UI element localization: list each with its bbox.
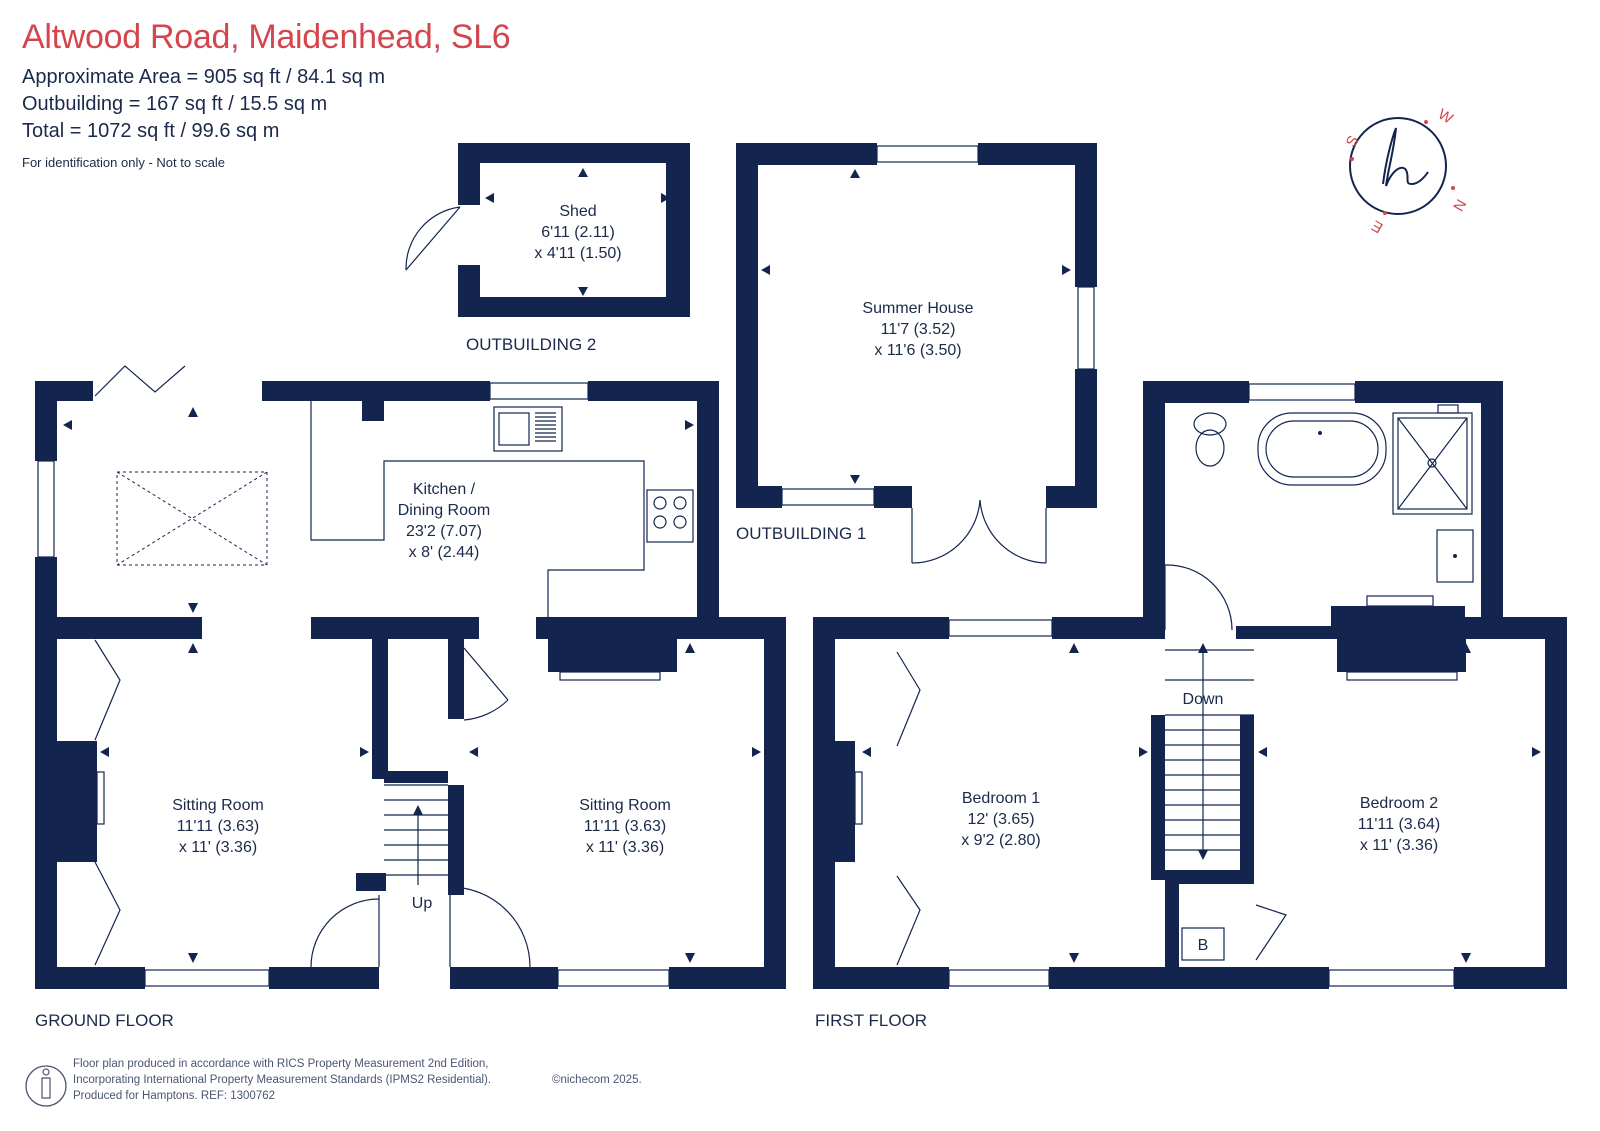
compass-n: N: [1449, 196, 1469, 214]
sitting-room-left-label: Sitting Room 11'11 (3.63) x 11' (3.36): [172, 797, 264, 856]
svg-text:Shed: Shed: [559, 203, 596, 220]
compass-s: S: [1343, 133, 1363, 150]
sitting-room-right-label: Sitting Room 11'11 (3.63) x 11' (3.36): [579, 797, 671, 856]
summer-house-walls: [736, 143, 1097, 564]
svg-text:Sitting Room: Sitting Room: [579, 797, 671, 814]
rics-logo: [25, 1065, 67, 1107]
svg-text:x 8' (2.44): x 8' (2.44): [409, 544, 480, 561]
svg-text:11'11 (3.64): 11'11 (3.64): [1358, 816, 1441, 833]
shed-walls: [405, 143, 690, 317]
footer-line-1: Floor plan produced in accordance with R…: [73, 1058, 489, 1070]
footer-line-3: Produced for Hamptons. REF: 1300762: [73, 1090, 276, 1102]
first-floor-walls: [813, 381, 1567, 989]
bathroom-fixtures: [1193, 404, 1474, 583]
svg-text:23'2 (7.07): 23'2 (7.07): [406, 523, 482, 540]
total-area: Total = 1072 sq ft / 99.6 sq m: [22, 120, 280, 142]
svg-text:x 9'2 (2.80): x 9'2 (2.80): [961, 832, 1041, 849]
ground-floor-walls: [35, 365, 786, 989]
shed-label: Shed 6'11 (2.11) x 4'11 (1.50): [534, 203, 621, 262]
stairs-down-label: Down: [1183, 691, 1224, 708]
bedroom2-label: Bedroom 2 11'11 (3.64) x 11' (3.36): [1358, 795, 1441, 854]
svg-text:Dining Room: Dining Room: [398, 502, 490, 519]
outbuilding1-label: OUTBUILDING 1: [736, 524, 866, 543]
first-floor-label: FIRST FLOOR: [815, 1011, 927, 1030]
svg-text:x 11'6 (3.50): x 11'6 (3.50): [874, 342, 961, 359]
svg-text:12' (3.65): 12' (3.65): [967, 811, 1034, 828]
svg-text:Summer House: Summer House: [862, 300, 973, 317]
svg-text:x 11' (3.36): x 11' (3.36): [586, 839, 664, 856]
svg-text:11'7 (3.52): 11'7 (3.52): [881, 321, 956, 338]
svg-text:x 11' (3.36): x 11' (3.36): [1360, 837, 1438, 854]
svg-text:Bedroom 1: Bedroom 1: [962, 790, 1040, 807]
compass-logo: S W N E: [1343, 106, 1470, 237]
boiler-label: B: [1198, 937, 1209, 954]
kitchen-units: [116, 401, 694, 681]
footer-line-2: Incorporating International Property Mea…: [73, 1074, 492, 1086]
stairs-up-label: Up: [412, 895, 433, 912]
property-title: Altwood Road, Maidenhead, SL6: [22, 18, 511, 56]
shed-door: [405, 206, 461, 271]
svg-text:Sitting Room: Sitting Room: [172, 797, 264, 814]
svg-text:11'11 (3.63): 11'11 (3.63): [177, 818, 260, 835]
svg-text:6'11 (2.11): 6'11 (2.11): [541, 224, 615, 241]
bedroom1-label: Bedroom 1 12' (3.65) x 9'2 (2.80): [961, 790, 1041, 849]
ground-floor-label: GROUND FLOOR: [35, 1011, 174, 1030]
outbuilding-area: Outbuilding = 167 sq ft / 15.5 sq m: [22, 93, 328, 115]
kitchen-label: Kitchen / Dining Room 23'2 (7.07) x 8' (…: [398, 481, 490, 561]
identification-note: For identification only - Not to scale: [22, 155, 226, 170]
compass-e: E: [1369, 217, 1386, 237]
svg-text:11'11 (3.63): 11'11 (3.63): [584, 818, 667, 835]
outbuilding2-label: OUTBUILDING 2: [466, 335, 596, 354]
approximate-area: Approximate Area = 905 sq ft / 84.1 sq m: [22, 66, 385, 88]
compass-w: W: [1435, 106, 1456, 128]
summer-house-label: Summer House 11'7 (3.52) x 11'6 (3.50): [862, 300, 973, 359]
svg-text:Bedroom 2: Bedroom 2: [1360, 795, 1438, 812]
svg-text:Kitchen /: Kitchen /: [413, 481, 476, 498]
svg-text:x 11' (3.36): x 11' (3.36): [179, 839, 257, 856]
svg-text:x 4'11 (1.50): x 4'11 (1.50): [534, 245, 621, 262]
copyright: ©nichecom 2025.: [552, 1074, 642, 1086]
